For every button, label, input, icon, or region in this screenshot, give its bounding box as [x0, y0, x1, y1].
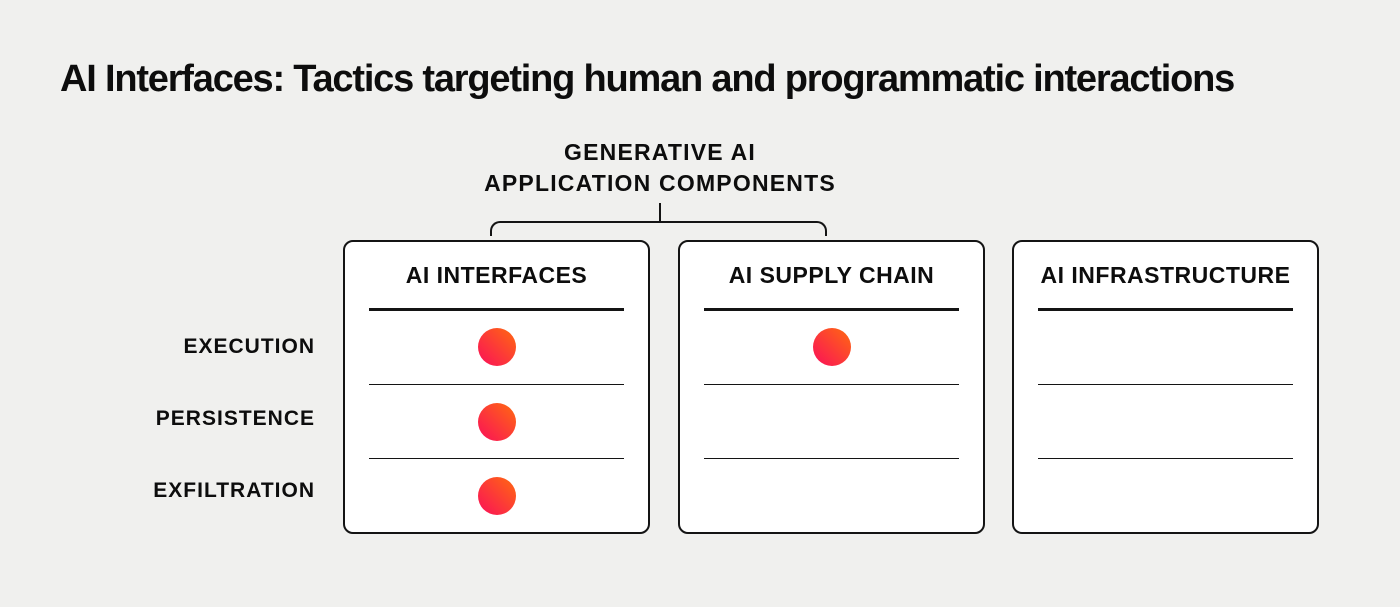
group-header-line2: APPLICATION COMPONENTS	[484, 170, 836, 196]
row-divider	[369, 457, 624, 460]
tactic-dot	[477, 476, 516, 515]
connector-stem	[659, 203, 661, 222]
matrix-cell-supply-chain-exfiltration	[680, 459, 983, 532]
tactic-label-persistence: PERSISTENCE	[155, 407, 315, 430]
page-title: AI Interfaces: Tactics targeting human a…	[60, 58, 1235, 100]
connector-bracket	[490, 221, 827, 236]
group-header: GENERATIVE AI APPLICATION COMPONENTS	[410, 137, 910, 199]
component-title: AI INFRASTRUCTURE	[1040, 261, 1291, 288]
matrix-cell-interfaces-execution	[345, 311, 648, 384]
row-divider	[1038, 383, 1293, 386]
tactic-dot	[477, 328, 516, 367]
matrix-cell-supply-chain-persistence	[680, 385, 983, 458]
component-title: AI SUPPLY CHAIN	[728, 261, 935, 288]
row-divider	[704, 457, 959, 460]
component-title: AI INTERFACES	[405, 261, 588, 288]
matrix-cell-supply-chain-execution	[680, 311, 983, 384]
matrix-cell-interfaces-persistence	[345, 385, 648, 458]
title-underline	[369, 308, 624, 311]
group-header-line1: GENERATIVE AI	[564, 139, 756, 165]
title-underline	[704, 308, 959, 311]
tactic-label-execution: EXECUTION	[183, 335, 315, 358]
row-divider	[704, 383, 959, 386]
matrix-cell-infrastructure-persistence	[1014, 385, 1317, 458]
row-divider	[369, 383, 624, 386]
component-box-ai-infrastructure: AI INFRASTRUCTURE	[1012, 240, 1319, 534]
component-box-ai-supply-chain: AI SUPPLY CHAIN	[678, 240, 985, 534]
row-divider	[1038, 457, 1293, 460]
matrix-cell-interfaces-exfiltration	[345, 459, 648, 532]
title-underline	[1038, 308, 1293, 311]
tactic-dot	[477, 402, 516, 441]
matrix-cell-infrastructure-execution	[1014, 311, 1317, 384]
tactic-dot	[812, 328, 851, 367]
component-box-ai-interfaces: AI INTERFACES	[343, 240, 650, 534]
tactic-label-exfiltration: EXFILTRATION	[153, 479, 315, 502]
matrix-cell-infrastructure-exfiltration	[1014, 459, 1317, 532]
